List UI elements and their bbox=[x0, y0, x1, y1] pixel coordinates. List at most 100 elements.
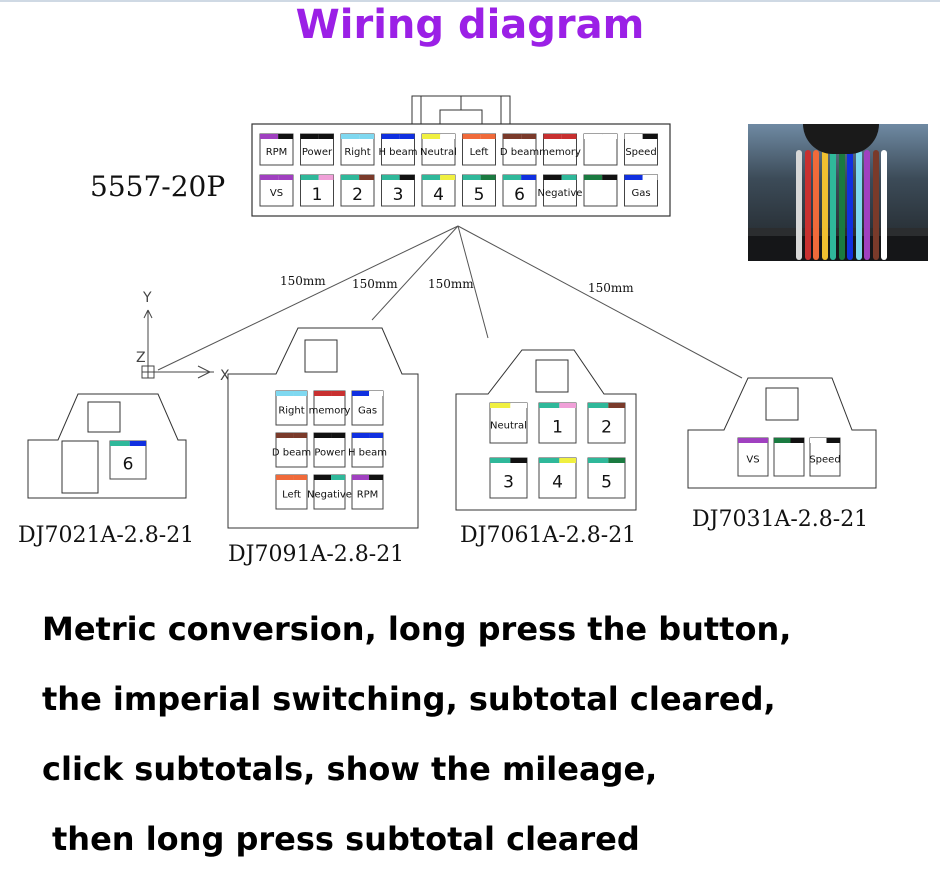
dj7031a-pin-3: Speed bbox=[809, 437, 841, 477]
main-top-pin-3-label: Right bbox=[344, 147, 370, 158]
dj7021a-pin-2-label: 6 bbox=[123, 454, 134, 474]
dj7091a-pin-8: Negative bbox=[307, 474, 352, 510]
main-top-pin-10-label: Speed bbox=[625, 147, 656, 158]
dj7091a-pin-1-label: Right bbox=[278, 406, 304, 417]
dj7091a-pin-4: D beam bbox=[272, 432, 311, 468]
cable-length-3: 150mm bbox=[428, 277, 474, 291]
dj7061a-pin-6: 5 bbox=[587, 457, 626, 499]
main-bottom-pin-3: 2 bbox=[340, 174, 375, 207]
dj7091a-pin-6-label: H beam bbox=[348, 448, 387, 459]
main-bottom-pin-1: VS bbox=[259, 174, 294, 207]
photo-wire-9 bbox=[864, 150, 870, 260]
photo-wire-8 bbox=[855, 150, 862, 260]
dj7091a-pin-3: Gas bbox=[351, 390, 384, 426]
note-line-4: then long press subtotal cleared bbox=[52, 820, 640, 858]
main-top-pin-2-label: Power bbox=[302, 147, 333, 158]
dj7031a-pin-1: VS bbox=[737, 437, 769, 477]
dj7021a-pin-2: 6 bbox=[109, 440, 147, 480]
main-top-pin-5: Neutral bbox=[420, 133, 457, 166]
dj7091a-pin-2-label: memory bbox=[309, 406, 351, 417]
dj7091a-pin-3-label: Gas bbox=[358, 406, 377, 417]
dj7091a-pin-5-label: Power bbox=[314, 448, 345, 459]
main-top-pin-4-label: H beam bbox=[378, 147, 417, 158]
main-bottom-pin-4-label: 3 bbox=[393, 185, 404, 205]
dj7061a-pin-6-label: 5 bbox=[601, 472, 612, 492]
dj7091a-pin-1: Right bbox=[275, 390, 308, 426]
photo-wire-5 bbox=[830, 150, 836, 260]
dj7061a-model: DJ7061A-2.8-21 bbox=[460, 523, 636, 548]
main-bottom-pin-6-label: 5 bbox=[474, 185, 485, 205]
dj7061a-pin-1-label: Neutral bbox=[490, 421, 527, 432]
dj7061a-pin-5-label: 4 bbox=[552, 472, 563, 492]
dj7061a-pin-4: 3 bbox=[489, 457, 528, 499]
dj7061a-pin-2-label: 1 bbox=[552, 417, 563, 437]
note-line-1: Metric conversion, long press the button… bbox=[42, 610, 792, 648]
dj7091a-pin-9-label: RPM bbox=[357, 490, 379, 501]
main-bottom-pin-10-label: Gas bbox=[631, 188, 650, 199]
main-top-pin-1: RPM bbox=[259, 133, 294, 166]
dj7031a-pin-1-label: VS bbox=[746, 455, 759, 466]
cable-length-1: 150mm bbox=[280, 274, 326, 288]
dj7061a-pin-3-label: 2 bbox=[601, 417, 612, 437]
photo-wire-1 bbox=[796, 150, 802, 260]
dj7031a-pin-2 bbox=[773, 437, 805, 477]
main-top-pin-8-label: memory bbox=[539, 147, 581, 158]
dj7091a-model: DJ7091A-2.8-21 bbox=[228, 542, 404, 567]
main-top-pin-7: D beam bbox=[500, 133, 539, 166]
dj7091a-pin-5: Power bbox=[313, 432, 346, 468]
main-bottom-pin-10: Gas bbox=[624, 174, 658, 207]
note-line-2: the imperial switching, subtotal cleared… bbox=[42, 680, 776, 718]
main-top-pin-2: Power bbox=[300, 133, 334, 166]
dj7061a-pin-1: Neutral bbox=[489, 402, 528, 444]
main-bottom-pin-8-label: Negative bbox=[538, 188, 583, 199]
dj7061a-pin-5: 4 bbox=[538, 457, 577, 499]
dj7091a-pin-7: Left bbox=[275, 474, 308, 510]
dj7091a-pin-7-label: Left bbox=[282, 490, 301, 501]
main-top-pin-3: Right bbox=[340, 133, 375, 166]
cable-length-4: 150mm bbox=[588, 281, 634, 295]
cable-lines bbox=[157, 225, 743, 379]
main-bottom-pin-1-label: VS bbox=[270, 188, 283, 199]
main-bottom-pin-8: Negative bbox=[538, 174, 583, 207]
main-bottom-pin-7-label: 6 bbox=[514, 185, 525, 205]
main-connector-model: 5557-20P bbox=[90, 170, 225, 203]
photo-connector bbox=[748, 236, 928, 261]
main-top-pin-5-label: Neutral bbox=[420, 147, 457, 158]
dj7091a-pin-9: RPM bbox=[351, 474, 384, 510]
photo-wire-3 bbox=[813, 150, 819, 260]
connector-dj7021a: 6 DJ7021A-2.8-21 bbox=[18, 393, 194, 548]
connector-dj7061a: Neutral 1 2 3 4 5 DJ7061A-2.8-21 bbox=[455, 349, 637, 548]
dj7091a-pin-6: H beam bbox=[348, 432, 387, 468]
top-border bbox=[0, 0, 940, 2]
photo-wire-2 bbox=[804, 150, 811, 260]
photo-wire-7 bbox=[847, 150, 853, 260]
main-bottom-pin-7: 6 bbox=[502, 174, 537, 207]
main-top-pin-6-label: Left bbox=[470, 147, 489, 158]
main-bottom-pin-4: 3 bbox=[381, 174, 415, 207]
main-top-pin-1-label: RPM bbox=[266, 147, 288, 158]
main-bottom-pin-5-label: 4 bbox=[433, 185, 444, 205]
photo-wire-10 bbox=[872, 150, 879, 260]
dj7091a-pin-8-label: Negative bbox=[307, 490, 352, 501]
cable-length-2: 150mm bbox=[352, 277, 398, 291]
dj7061a-pin-2: 1 bbox=[538, 402, 577, 444]
dj7091a-pin-2: memory bbox=[309, 390, 351, 426]
dj7021a-model: DJ7021A-2.8-21 bbox=[18, 523, 194, 548]
photo-wire-6 bbox=[838, 150, 845, 260]
dj7091a-pin-4-label: D beam bbox=[272, 448, 311, 459]
page-title: Wiring diagram bbox=[295, 2, 645, 48]
main-top-pin-6: Left bbox=[462, 133, 496, 166]
axis-y-label: Y bbox=[142, 290, 152, 306]
main-top-pin-8: memory bbox=[539, 133, 581, 166]
note-line-3: click subtotals, show the mileage, bbox=[42, 750, 658, 788]
main-top-pin-7-label: D beam bbox=[500, 147, 539, 158]
main-top-pin-9 bbox=[583, 133, 618, 166]
photo-wire-11 bbox=[881, 150, 887, 260]
axis-gizmo bbox=[141, 309, 214, 379]
main-bottom-pin-3-label: 2 bbox=[352, 185, 363, 205]
main-bottom-pin-2: 1 bbox=[300, 174, 334, 207]
